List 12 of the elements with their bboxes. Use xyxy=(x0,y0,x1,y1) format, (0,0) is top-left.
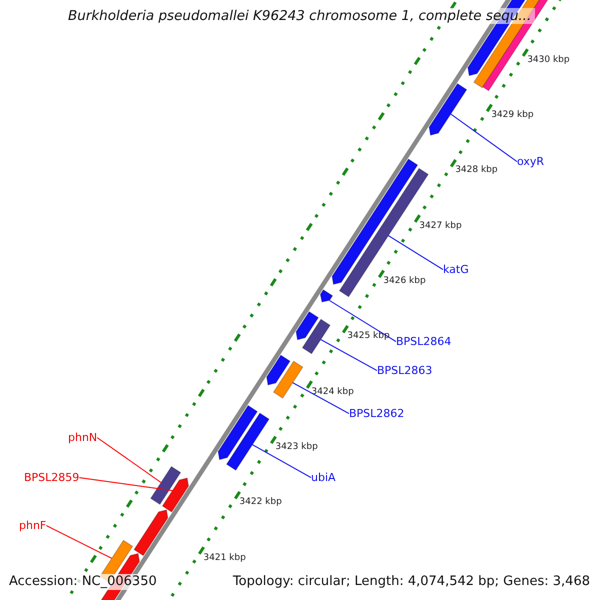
scale-label: 3426 kbp xyxy=(383,276,426,287)
scale-label: 3423 kbp xyxy=(275,442,318,453)
scale-label: 3422 kbp xyxy=(239,497,282,508)
scale-label: 3430 kbp xyxy=(527,54,570,66)
footer-text: Topology: circular; Length: 4,074,542 bp; Genes: 3,468 xyxy=(232,574,590,590)
scale-label: 3428 kbp xyxy=(455,165,498,176)
scale-label: 3424 kbp xyxy=(311,386,354,398)
scale-label: 3421 kbp xyxy=(203,552,246,564)
footer-text: Accession: NC_006350 xyxy=(9,574,157,590)
scale-label: 3429 kbp xyxy=(491,110,534,121)
scale-label: 3425 kbp xyxy=(347,331,390,342)
scale-label: 3427 kbp xyxy=(419,220,462,232)
